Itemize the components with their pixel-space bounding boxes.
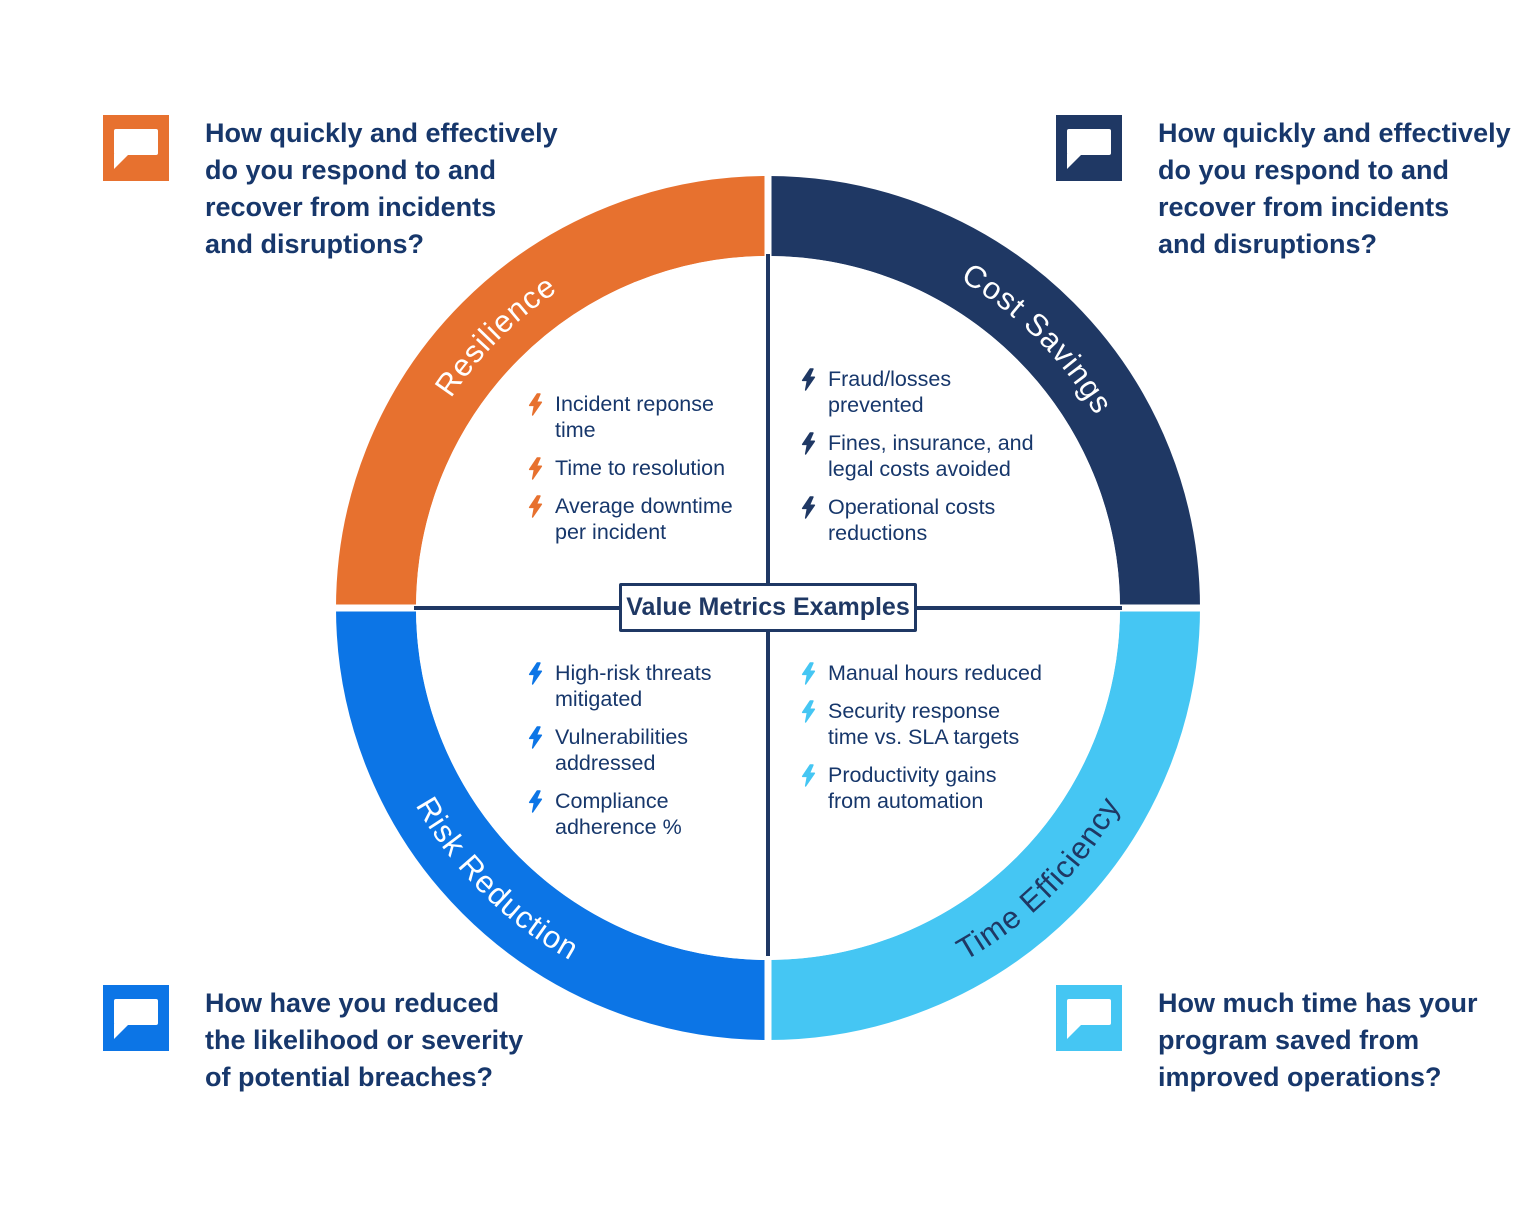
time-efficiency-arc [767,607,1200,1040]
list-item: High-risk threats mitigated [527,660,762,712]
metric-label: High-risk threats mitigated [555,661,712,711]
lightning-bolt-icon [801,496,816,519]
callout-top-right: How quickly and effectively do you respo… [1056,115,1511,263]
callout-top-left: How quickly and effectively do you respo… [103,115,558,263]
list-item: Fines, insurance, and legal costs avoide… [800,430,1045,482]
metric-label: Fraud/losses prevented [828,367,952,417]
metric-label: Vulnerabilities addressed [555,725,689,775]
lightning-bolt-icon [801,432,816,455]
list-item: Vulnerabilities addressed [527,724,762,776]
speech-bubble-icon [1056,115,1122,181]
metric-label: Compliance adherence % [555,789,682,839]
callout-question: How quickly and effectively do you respo… [1158,118,1511,259]
lightning-bolt-icon [801,662,816,685]
list-item: Operational costs reductions [800,494,1045,546]
list-item: Compliance adherence % [527,788,762,840]
callout-question: How much time has your program saved fro… [1158,988,1478,1092]
resilience-arc [336,176,769,609]
speech-bubble-icon [103,115,169,181]
metric-label: Average downtime per incident [555,494,733,544]
callout-question: How have you reduced the likelihood or s… [205,988,524,1092]
list-item: Average downtime per incident [527,493,762,545]
risk-reduction-arc [336,607,769,1040]
callout-bottom-left: How have you reduced the likelihood or s… [103,985,523,1096]
lightning-bolt-icon [528,457,543,480]
metric-label: Security response time vs. SLA targets [828,699,1020,749]
center-title: Value Metrics Examples [626,593,910,621]
lightning-bolt-icon [801,764,816,787]
metric-label: Time to resolution [555,456,726,480]
list-item: Incident reponse time [527,391,762,443]
resilience-metrics-list: Incident reponse time Time to resolution… [527,391,762,545]
metric-label: Operational costs reductions [828,495,996,545]
lightning-bolt-icon [528,726,543,749]
list-item: Time to resolution [527,455,762,481]
speech-bubble-icon [103,985,169,1051]
lightning-bolt-icon [528,495,543,518]
lightning-bolt-icon [528,393,543,416]
center-title-box: Value Metrics Examples [619,583,917,632]
list-item: Fraud/losses prevented [800,366,1045,418]
time-efficiency-metrics-list: Manual hours reduced Security response t… [800,660,1060,814]
lightning-bolt-icon [528,790,543,813]
lightning-bolt-icon [528,662,543,685]
callout-question: How quickly and effectively do you respo… [205,118,558,259]
metric-label: Manual hours reduced [828,661,1042,685]
speech-bubble-icon [1056,985,1122,1051]
cost-savings-metrics-list: Fraud/losses prevented Fines, insurance,… [800,366,1045,546]
list-item: Manual hours reduced [800,660,1060,686]
lightning-bolt-icon [801,368,816,391]
list-item: Productivity gains from automation [800,762,1060,814]
metric-label: Incident reponse time [555,392,714,442]
callout-bottom-right: How much time has your program saved fro… [1056,985,1478,1096]
list-item: Security response time vs. SLA targets [800,698,1060,750]
quadrant-gap-lines [328,168,1208,1048]
metric-label: Productivity gains from automation [828,763,997,813]
lightning-bolt-icon [801,700,816,723]
metric-label: Fines, insurance, and legal costs avoide… [828,431,1034,481]
risk-reduction-metrics-list: High-risk threats mitigated Vulnerabilit… [527,660,762,840]
cost-savings-arc [767,176,1200,609]
